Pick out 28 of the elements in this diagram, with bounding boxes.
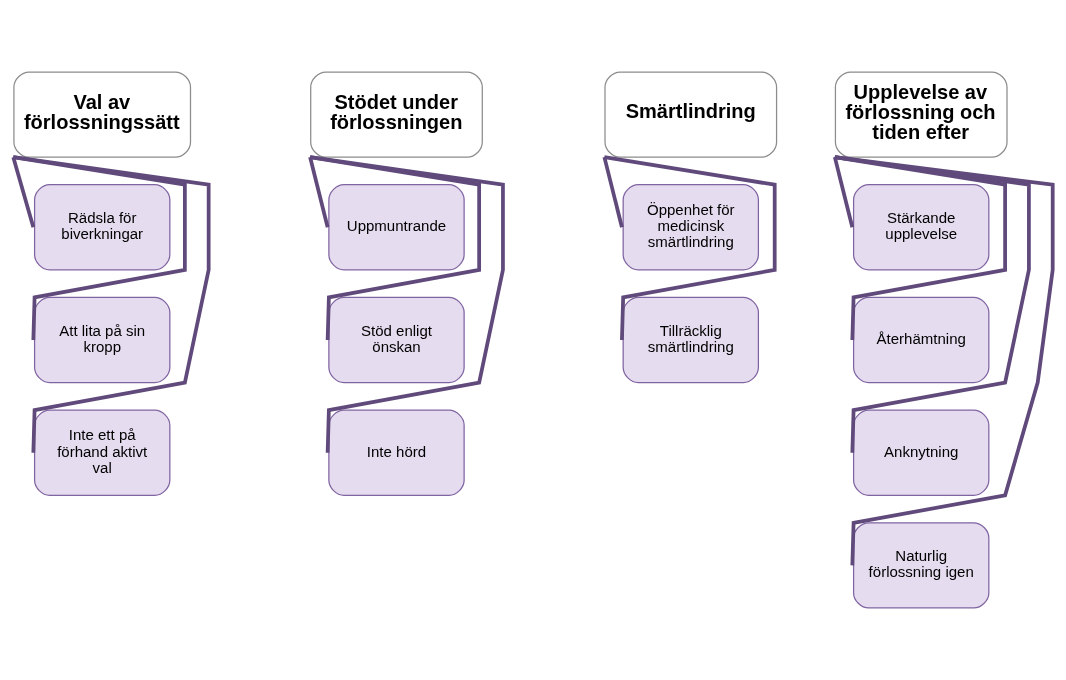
node-box: Rädsla för biverkningar bbox=[33, 184, 171, 271]
node-box: Stöd enligt önskan bbox=[328, 296, 465, 384]
node-box: Upplevelse av förlossning och tiden efter bbox=[834, 71, 1008, 158]
connector bbox=[604, 155, 777, 341]
node-box: Öppenhet för medicinsk smärtlindring bbox=[622, 184, 760, 271]
node-box: Återhämtning bbox=[852, 296, 990, 384]
node-box: Inte hörd bbox=[328, 409, 465, 496]
node-box: Smärtlindring bbox=[604, 71, 778, 158]
connector bbox=[602, 156, 624, 228]
connector bbox=[11, 156, 36, 228]
node-box: Att lita på sin kropp bbox=[33, 296, 171, 384]
connector bbox=[309, 155, 505, 453]
connector bbox=[834, 155, 1007, 341]
node-box: Stödet under förlossningen bbox=[310, 71, 483, 158]
connector bbox=[834, 155, 1055, 566]
node-box: Anknytning bbox=[852, 409, 990, 496]
node-box: Stärkande upplevelse bbox=[852, 184, 990, 271]
node-box: Uppmuntrande bbox=[328, 184, 465, 271]
node-box: Tillräcklig smärtlindring bbox=[622, 296, 760, 384]
connector bbox=[13, 155, 187, 341]
connector bbox=[13, 155, 211, 453]
node-box: Val av förlossningssätt bbox=[13, 71, 192, 158]
node-box: Naturlig förlossning igen bbox=[852, 522, 990, 609]
connector bbox=[308, 156, 330, 228]
connector bbox=[832, 156, 855, 228]
node-box: Inte ett på förhand aktivt val bbox=[33, 409, 171, 496]
connector bbox=[309, 155, 482, 341]
connector bbox=[834, 155, 1031, 453]
